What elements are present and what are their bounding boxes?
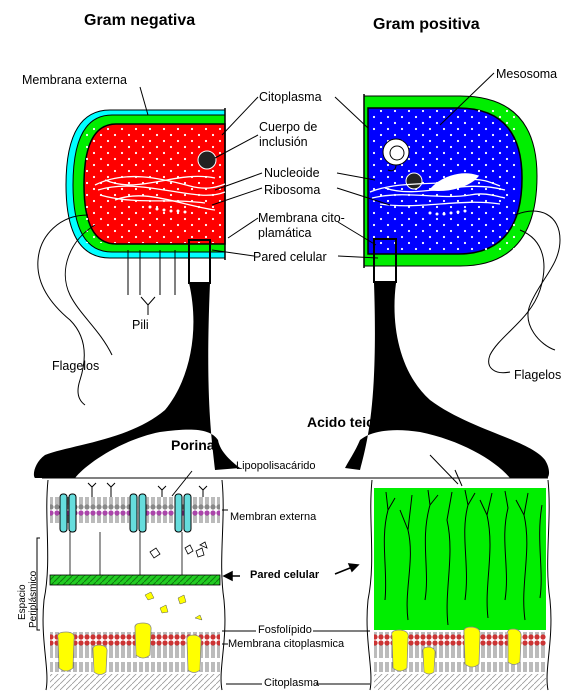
label-lipopolisacarido: Lipopolisacárido: [236, 460, 316, 473]
gram-negative-pili: [128, 250, 175, 315]
inclusion-body: [198, 151, 216, 169]
label-membrana-cito-2: plamática: [258, 226, 312, 240]
label-pared-celular-bottom: Pared celular: [250, 569, 319, 582]
label-pili: Pili: [132, 318, 149, 332]
label-pared-celular: Pared celular: [253, 250, 327, 264]
label-membrana-citoplasmica: Membrana citoplasmica: [228, 638, 344, 651]
label-ribosoma: Ribosoma: [264, 183, 320, 197]
label-mesosoma: Mesosoma: [496, 67, 557, 81]
periplasm-particles: [150, 542, 207, 558]
gram-positive-inclusion-body: [406, 173, 422, 189]
label-membrana-externa: Membrana externa: [22, 73, 127, 87]
label-acido-teicoico: Acido teicoico: [307, 415, 403, 429]
peptidoglycan-layer: [50, 575, 220, 585]
label-porina: Porina: [171, 438, 215, 452]
label-flagelos-right: Flagelos: [514, 368, 561, 382]
gram-positive-peptidoglycan: [374, 488, 546, 630]
gram-negative-envelope: [43, 480, 225, 690]
periplasm-yellow-particles: [145, 592, 202, 620]
label-cuerpo-inclusion-2: inclusión: [259, 135, 308, 149]
gram-negative-cytoplasm-hatch: [50, 674, 220, 690]
label-cuerpo-inclusion-1: Cuerpo de: [259, 120, 317, 134]
label-membran-externa: Membran externa: [230, 511, 316, 524]
gram-positive-envelope: [367, 455, 551, 690]
title-gram-positive: Gram positiva: [373, 16, 480, 34]
label-fosfolipido: Fosfolípido: [258, 624, 312, 637]
label-citoplasma-bottom: Citoplasma: [264, 677, 319, 690]
label-nucleoide: Nucleoide: [264, 166, 320, 180]
label-periplasmico: Periplásmico: [28, 571, 39, 628]
label-citoplasma: Citoplasma: [259, 90, 322, 104]
gram-positive-cytoplasm-hatch: [374, 674, 546, 690]
label-membrana-cito-1: Membrana cito-: [258, 211, 345, 225]
title-gram-negative: Gram negativa: [84, 12, 195, 30]
label-flagelos-left: Flagelos: [52, 359, 99, 373]
label-espacio: Espacio: [17, 584, 28, 620]
